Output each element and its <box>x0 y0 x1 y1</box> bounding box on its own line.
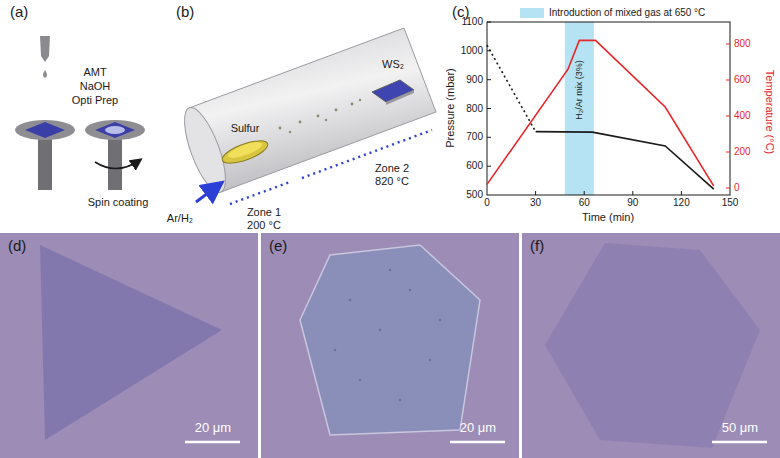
tick-label: 150 <box>722 197 739 209</box>
axis-title: Time (min) <box>582 211 634 224</box>
tick-label: 1000 <box>461 45 483 57</box>
zone-temperature: 820 °C <box>375 175 409 188</box>
zone-name: Zone 2 <box>375 162 409 175</box>
scale-bar-label: 20 μm <box>460 421 496 436</box>
tick-label: 700 <box>466 132 483 144</box>
band-label: H₂/Ar mix (3%) <box>574 60 584 120</box>
gas-name: Ar/H₂ <box>167 212 193 225</box>
reagent-name: NaOH <box>80 80 111 93</box>
legend-text: Introduction of mixed gas at 650 °C <box>549 7 705 19</box>
panel-letter: (d) <box>8 237 26 254</box>
tick-label: 600 <box>466 160 483 172</box>
material-name: WS₂ <box>382 58 404 71</box>
tick-label: 0 <box>484 197 490 209</box>
tick-label: 0 <box>734 182 740 194</box>
panel-letter: (e) <box>269 237 287 254</box>
zone-temperature: 200 °C <box>247 219 281 232</box>
material-name: Sulfur <box>231 122 260 135</box>
tick-label: 500 <box>466 189 483 201</box>
zone-name: Zone 1 <box>247 206 281 219</box>
tick-label: 800 <box>734 38 751 50</box>
axis-title: Temperature (°C) <box>764 70 777 154</box>
tick-label: 90 <box>627 197 638 209</box>
tick-label: 600 <box>734 74 751 86</box>
tick-label: 800 <box>466 103 483 115</box>
furnace-tube-illustration <box>176 28 436 204</box>
reagent-name: Opti Prep <box>72 94 118 107</box>
optical-micrographs <box>0 233 780 458</box>
reagent-name: AMT <box>83 66 106 79</box>
scale-bar-label: 50 μm <box>722 421 758 436</box>
scale-bar-label: 20 μm <box>195 421 231 436</box>
tick-label: 200 <box>734 146 751 158</box>
panel-letter: (f) <box>530 237 544 254</box>
axis-title: Pressure (mbar) <box>444 68 457 147</box>
spin-coater-illustration <box>15 36 145 190</box>
tick-label: 120 <box>673 197 690 209</box>
tick-label: 900 <box>466 74 483 86</box>
process-name: Spin coating <box>88 196 149 209</box>
pressure-temperature-plot <box>487 22 730 195</box>
panel-letter: (a) <box>10 3 28 20</box>
tick-label: 30 <box>530 197 541 209</box>
tick-label: 1100 <box>461 16 483 28</box>
tick-label: 60 <box>579 197 590 209</box>
panel-letter: (b) <box>176 3 194 20</box>
legend-swatch <box>520 8 544 18</box>
tick-label: 400 <box>734 110 751 122</box>
